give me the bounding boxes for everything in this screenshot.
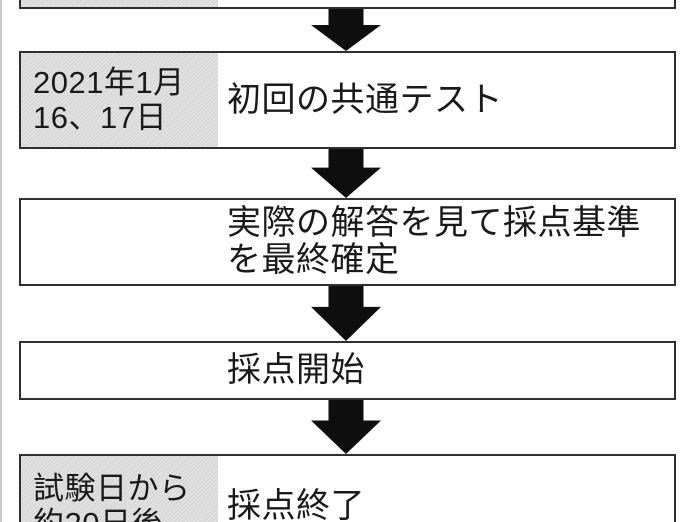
flow-step-5-text: 採点終了 [227, 456, 668, 522]
down-arrow-icon [311, 9, 381, 51]
step-text-line: を最終確定 [227, 241, 400, 279]
date-badge-line: 2021年1月 [33, 65, 185, 100]
step-text-line: 実際の解答を見て採点基準 [227, 204, 641, 242]
flow-step-1-date-badge [21, 0, 218, 7]
flow-step-3-box: 実際の解答を見て採点基準 を最終確定 [19, 198, 676, 286]
flow-step-2-text: 初回の共通テスト [227, 53, 668, 147]
date-badge-line: 約20日後 [33, 506, 218, 522]
date-badge-line: 16、17日 [33, 100, 167, 135]
step-text-line: 採点開始 [227, 351, 365, 389]
page-left-edge-line [0, 0, 2, 522]
date-badge-line: 試験日から [33, 471, 191, 506]
flow-step-2-box: 2021年1月 16、17日 初回の共通テスト [19, 51, 676, 149]
down-arrow-icon [311, 149, 381, 198]
down-arrow-icon [311, 286, 381, 341]
flow-step-4-text: 採点開始 [227, 343, 668, 398]
flow-step-5-box: 試験日から 約20日後 採点終了 [19, 454, 676, 522]
flow-step-5-date-badge: 試験日から 約20日後 [21, 456, 218, 522]
flow-step-3-text: 実際の解答を見て採点基準 を最終確定 [227, 200, 668, 284]
flow-step-4-box: 採点開始 [19, 341, 676, 400]
flow-step-1-box [19, 0, 676, 9]
step-text-line: 採点終了 [227, 486, 365, 522]
down-arrow-icon [311, 400, 381, 454]
flow-step-2-date-badge: 2021年1月 16、17日 [21, 53, 218, 147]
step-text-line: 初回の共通テスト [227, 80, 503, 119]
